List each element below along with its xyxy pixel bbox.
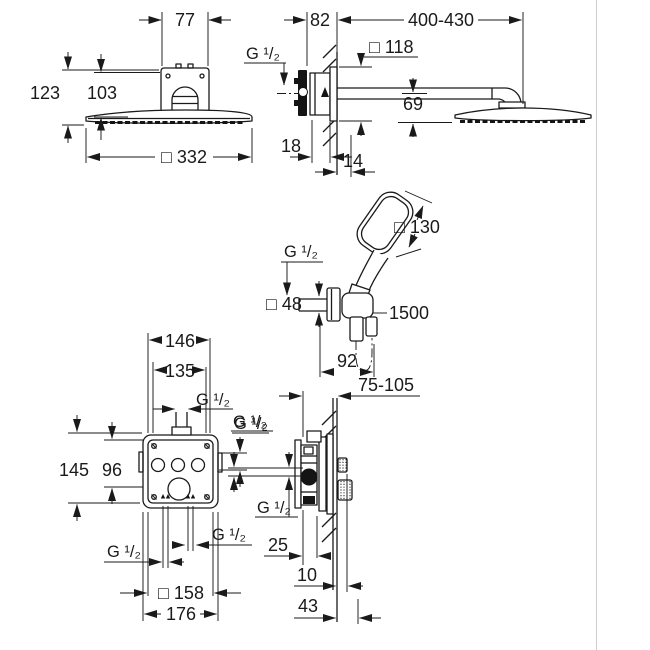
hose-loop bbox=[355, 338, 373, 372]
union-port bbox=[298, 87, 308, 97]
button-3 bbox=[190, 457, 206, 473]
top-inlet-stub bbox=[171, 426, 192, 436]
mounting-plate bbox=[294, 439, 302, 509]
box-tab-left bbox=[138, 451, 144, 473]
dim-146: 146 bbox=[165, 331, 195, 351]
concealed-valve-front-view: 146 135 G ¹/₂ G ¹/₂ 145 96 G ¹/₂ bbox=[59, 331, 269, 624]
dim-1500: 1500 bbox=[389, 303, 429, 323]
wall-escutcheon-side bbox=[329, 66, 338, 122]
dim-130: □ 130 bbox=[394, 217, 440, 237]
dim-10: 10 bbox=[297, 565, 317, 585]
bracket-nub-left bbox=[175, 63, 182, 69]
flow-arrow-glyph bbox=[321, 87, 329, 97]
dim-43: 43 bbox=[298, 596, 318, 616]
lid-plate-1 bbox=[318, 436, 327, 512]
holder-escutcheon bbox=[326, 287, 341, 322]
box-tab-right bbox=[217, 452, 223, 473]
dim-82: 82 bbox=[310, 10, 330, 30]
dim-69: 69 bbox=[403, 94, 423, 114]
corner-screws bbox=[151, 443, 210, 500]
thermostat-knob bbox=[167, 477, 191, 501]
dim-g12-lower-side: G ¹/₂ bbox=[257, 499, 291, 517]
bottom-outlet-marks bbox=[160, 494, 196, 499]
lid-plate-2 bbox=[326, 433, 334, 515]
dim-g12-upper-side: G ¹/₂ bbox=[233, 413, 267, 431]
dim-96: 96 bbox=[102, 460, 122, 480]
button-2 bbox=[170, 457, 186, 473]
dim-92: 92 bbox=[337, 351, 357, 371]
holder-body bbox=[341, 292, 374, 319]
dim-118: □ 118 bbox=[369, 37, 414, 57]
dim-25: 25 bbox=[268, 535, 288, 555]
dim-18: 18 bbox=[281, 136, 301, 156]
dim-75-105: 75-105 bbox=[358, 375, 414, 395]
dim-158: □ 158 bbox=[158, 583, 204, 603]
dim-g12-head: G ¹/₂ bbox=[246, 45, 280, 63]
dim-g12-hand: G ¹/₂ bbox=[284, 243, 318, 261]
bracket-screw-right bbox=[199, 73, 205, 79]
dim-135: 135 bbox=[165, 361, 195, 381]
hand-shower-head bbox=[356, 191, 414, 255]
concealed-valve-side-view: 75-105 G ¹/₂ G ¹/₂ 25 10 43 bbox=[228, 375, 420, 624]
upper-stub-side bbox=[306, 430, 322, 443]
shower-plate-side bbox=[454, 107, 592, 122]
dim-103: 103 bbox=[87, 83, 117, 103]
head-shower-side-view: 82 400-430 G ¹/₂ □ 118 69 18 14 bbox=[244, 10, 592, 177]
hose-nut bbox=[365, 316, 378, 337]
bracket-screw-left bbox=[165, 73, 171, 79]
dim-g12-right: G ¹/₂ bbox=[234, 415, 268, 433]
dim-145: 145 bbox=[59, 460, 89, 480]
dim-176: 176 bbox=[166, 604, 196, 624]
dim-77: 77 bbox=[175, 10, 195, 30]
dim-48: □ 48 bbox=[266, 294, 302, 314]
dim-g12-bottom-left: G ¹/₂ bbox=[107, 543, 141, 561]
inlet-union bbox=[300, 468, 318, 486]
dim-g12-top: G ¹/₂ bbox=[196, 391, 230, 409]
button-1 bbox=[150, 457, 166, 473]
head-connector-block bbox=[498, 101, 526, 109]
dim-123: 123 bbox=[30, 83, 60, 103]
bracket-nub-right bbox=[187, 63, 194, 69]
lower-union bbox=[303, 496, 315, 504]
hand-shower-holder-view: □ 130 G ¹/₂ □ 48 1500 92 bbox=[266, 190, 440, 377]
head-shower-front-view: 77 123 103 □ 332 bbox=[30, 10, 253, 167]
rough-in-lid bbox=[147, 439, 214, 504]
dim-332: □ 332 bbox=[161, 147, 207, 167]
dim-14: 14 bbox=[343, 151, 363, 171]
dim-400-430: 400-430 bbox=[408, 10, 474, 30]
dim-g12-bottom-right: G ¹/₂ bbox=[212, 526, 246, 544]
hose-outlet bbox=[349, 316, 364, 342]
